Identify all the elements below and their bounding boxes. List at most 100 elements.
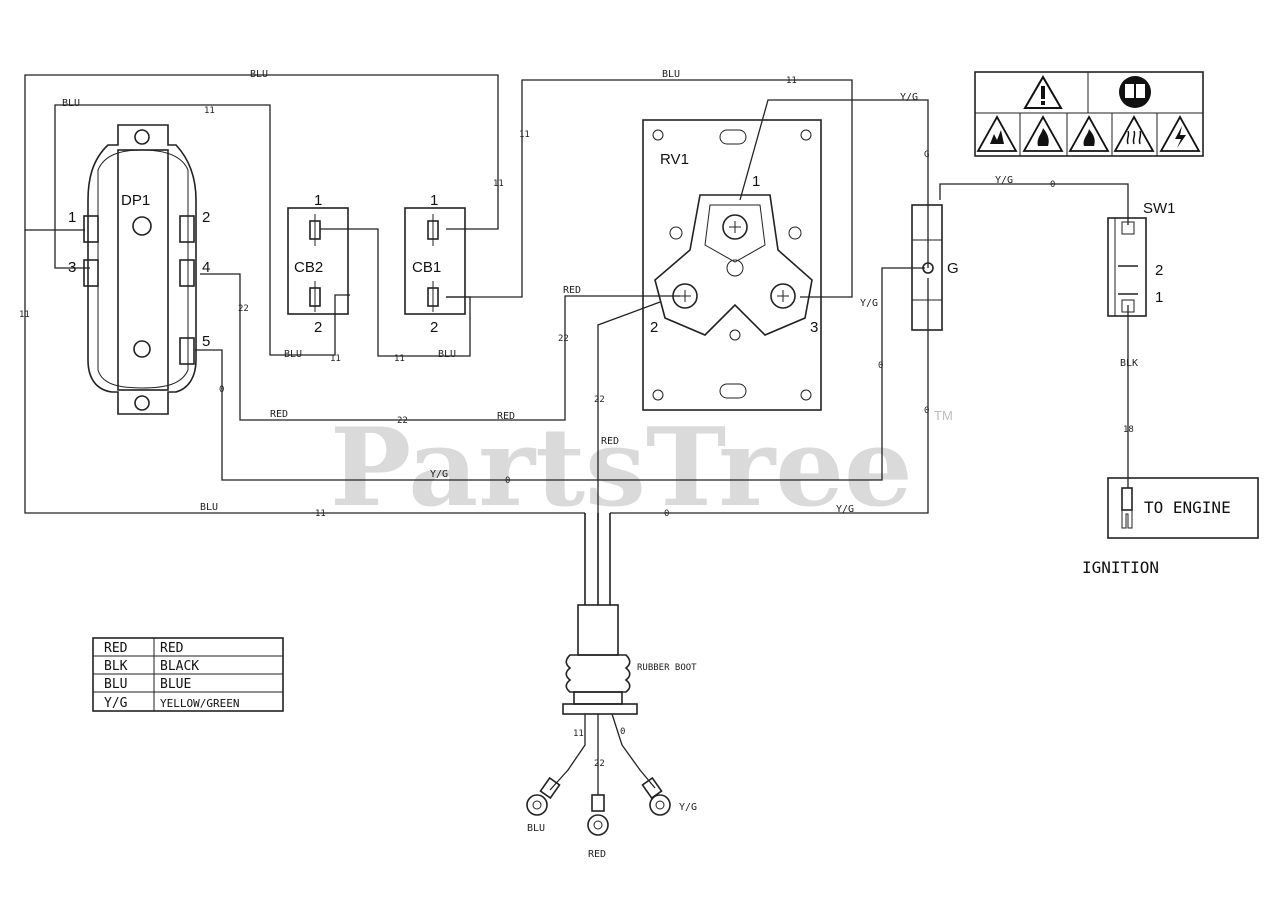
lead-label-22: 22 [594, 759, 605, 769]
cb2-terminal-1: 1 [314, 192, 322, 209]
wire-ground-sw1 [939, 183, 1129, 225]
dp1-receptacle: DP1 1 2 3 4 5 [68, 124, 210, 415]
wire-label-cb2-num: 11 [330, 354, 341, 364]
cb1-label: CB1 [412, 259, 441, 276]
engine-connection: TO ENGINE IGNITION [1082, 477, 1259, 577]
wire-label-yg-mid: Y/G [430, 469, 448, 480]
wire-label-red-22-dp: 22 [238, 304, 249, 314]
sw1-terminal-2: 2 [1155, 262, 1163, 279]
wire-label-yg-mid-num: 0 [505, 476, 510, 486]
wire-label-cb1-blu: BLU [438, 349, 456, 360]
ignition-caption: IGNITION [1082, 558, 1159, 577]
wire-label-red-harness: RED [601, 436, 619, 447]
rv1-terminal-2: 2 [650, 319, 658, 336]
wire-label-red-bottom-num: 22 [397, 416, 408, 426]
dp1-terminal-1: 1 [68, 209, 76, 226]
legend-code: RED [104, 641, 128, 656]
wire-label-red-22-vert: 22 [558, 334, 569, 344]
wire-label-yg-sw: Y/G [995, 175, 1013, 186]
lead-label-0: 0 [620, 727, 625, 737]
legend-name: BLACK [160, 659, 199, 674]
wire-label-cb1-num: 11 [394, 354, 405, 364]
hot-surface-icon [1113, 115, 1155, 152]
wire-rv1-ground [739, 99, 929, 268]
wire-label-red-harness-num: 22 [594, 395, 605, 405]
wire-label-yg-bottom-num: 0 [664, 509, 669, 519]
read-manual-icon [1119, 76, 1151, 108]
wire-cb2-cb1 [320, 228, 471, 357]
wire-label-yg-rv3: Y/G [860, 298, 878, 309]
explosion-hazard-icon [976, 115, 1018, 152]
dp1-terminal-2: 2 [202, 209, 210, 226]
legend-name: BLUE [160, 677, 191, 692]
wire-left-bottom-blu [24, 230, 585, 514]
wire-label-g-0-vert2: 0 [924, 406, 929, 416]
lead-label-blu: BLU [527, 823, 545, 834]
wire-label-red-bottom2: RED [497, 411, 515, 422]
legend-code: BLK [104, 659, 128, 674]
watermark: PartsTree [330, 405, 913, 531]
wire-cb1-rv3 [446, 79, 853, 298]
engine-label: TO ENGINE [1144, 498, 1231, 517]
wire-dp3-cb2 [54, 104, 350, 356]
wire-label-blu11-a: 11 [493, 179, 504, 189]
wire-label-g-vert: G [924, 150, 929, 160]
dp1-terminal-4: 4 [202, 259, 210, 276]
wire-label-inner-num: 11 [204, 106, 215, 116]
wire-label-yg-top: Y/G [900, 92, 918, 103]
watermark-tm: TM [934, 408, 953, 423]
legend-code: Y/G [104, 696, 128, 711]
wire-label-blk: BLK [1120, 358, 1138, 369]
wire-rv2-harness [597, 301, 661, 520]
rv1-receptacle: RV1 1 2 3 [642, 119, 822, 411]
wire-label-inner-blu: BLU [62, 98, 80, 109]
wire-rv2-dp4 [200, 273, 680, 421]
dp1-terminal-3: 3 [68, 259, 76, 276]
ground-block: G [911, 204, 959, 331]
cb1-terminal-1: 1 [430, 192, 438, 209]
wire-dp5-ground [195, 267, 925, 481]
wire-label-cb1-up-num: 11 [519, 130, 530, 140]
lead-label-red: RED [588, 849, 606, 860]
sw1-switch: SW1 2 1 [1107, 200, 1176, 317]
rubber-boot: RUBBER BOOT [526, 604, 697, 836]
wire-label-yg-sw-num: 0 [1050, 180, 1055, 190]
rv1-terminal-1: 1 [752, 173, 760, 190]
dp1-label: DP1 [121, 192, 150, 209]
cb2-label: CB2 [294, 259, 323, 276]
wire-label-blu-bottom: BLU [200, 502, 218, 513]
wire-label-g-0-vert: 0 [878, 361, 883, 371]
warning-label [974, 71, 1204, 157]
electric-shock-icon [1159, 115, 1201, 152]
wire-label-top-blu-mid: BLU [662, 69, 680, 80]
sw1-terminal-1: 1 [1155, 289, 1163, 306]
rubber-boot-label: RUBBER BOOT [637, 663, 697, 673]
lead-label-11: 11 [573, 729, 584, 739]
lead-label-yg: Y/G [679, 802, 697, 813]
cb1-breaker: 1 CB1 2 [404, 192, 466, 336]
wire-label-top-mid-num: 11 [786, 76, 797, 86]
legend-code: BLU [104, 677, 127, 692]
flammable-icon [1068, 115, 1110, 152]
warning-triangle-icon [1023, 75, 1063, 109]
rv1-label: RV1 [660, 151, 689, 168]
cb2-breaker: 1 CB2 2 [287, 192, 349, 336]
wire-label-red-bottom: RED [270, 409, 288, 420]
wire-top-blu-cb1 [24, 74, 499, 231]
sw1-label: SW1 [1143, 200, 1176, 217]
color-legend: RED RED BLK BLACK BLU BLUE Y/G YELLOW/GR… [92, 637, 284, 712]
wires [24, 74, 1129, 605]
wire-label-blu-bottom-num: 11 [315, 509, 326, 519]
wire-label-red-rv2: RED [563, 285, 581, 296]
wire-label-dp5-0: 0 [219, 385, 224, 395]
wire-label-cb2-blu: BLU [284, 349, 302, 360]
wire-labels: BLU BLU 11 11 BLU 11 11 Y/G G Y/G 0 RED … [19, 69, 1138, 860]
wire-label-top-blu-left: BLU [250, 69, 268, 80]
rv1-terminal-3: 3 [810, 319, 818, 336]
cb1-terminal-2: 2 [430, 319, 438, 336]
legend-name: YELLOW/GREEN [160, 697, 239, 710]
fire-hazard-icon [1022, 115, 1064, 152]
dp1-terminal-5: 5 [202, 333, 210, 350]
legend-name: RED [160, 641, 184, 656]
